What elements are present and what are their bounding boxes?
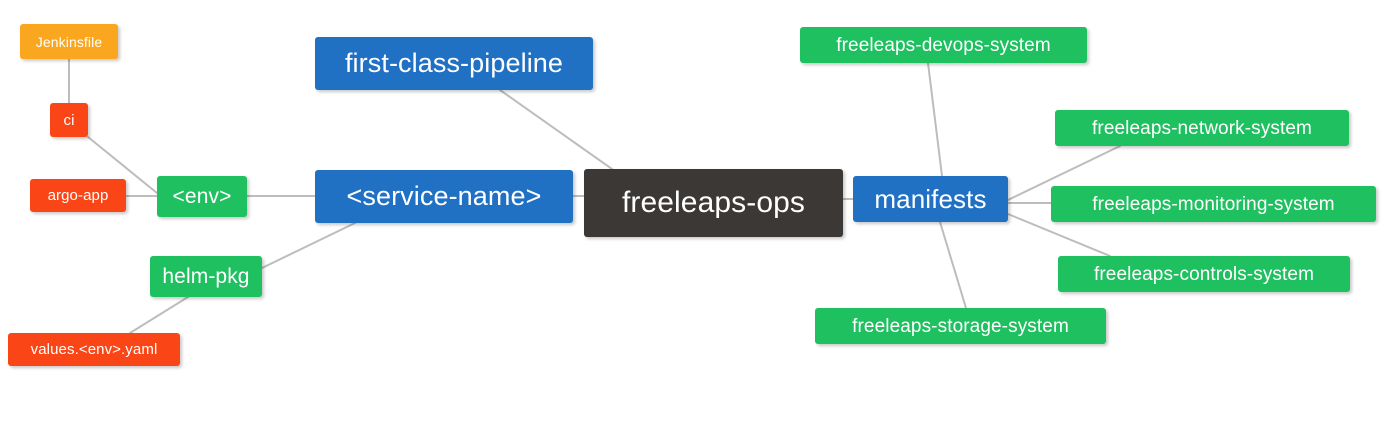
node-freeleaps-controls-system[interactable]: freeleaps-controls-system — [1058, 256, 1350, 292]
node-values-env-yaml[interactable]: values.<env>.yaml — [8, 333, 180, 366]
node-label-freeleaps-monitoring-system: freeleaps-monitoring-system — [1092, 193, 1335, 215]
node-first-class-pipeline[interactable]: first-class-pipeline — [315, 37, 593, 90]
node-env[interactable]: <env> — [157, 176, 247, 217]
node-freeleaps-ops[interactable]: freeleaps-ops — [584, 169, 843, 237]
node-manifests[interactable]: manifests — [853, 176, 1008, 222]
node-freeleaps-devops-system[interactable]: freeleaps-devops-system — [800, 27, 1087, 63]
node-freeleaps-network-system[interactable]: freeleaps-network-system — [1055, 110, 1349, 146]
node-label-argo-app: argo-app — [47, 187, 109, 204]
node-jenkinsfile[interactable]: Jenkinsfile — [20, 24, 118, 59]
node-label-jenkinsfile: Jenkinsfile — [35, 33, 103, 50]
node-label-freeleaps-controls-system: freeleaps-controls-system — [1093, 263, 1315, 285]
edge-first-class-pipeline-to-freeleaps-ops — [499, 89, 613, 170]
node-label-freeleaps-storage-system: freeleaps-storage-system — [852, 315, 1069, 337]
node-label-ci: ci — [63, 111, 75, 129]
node-label-env: <env> — [172, 185, 232, 208]
node-argo-app[interactable]: argo-app — [30, 179, 126, 212]
edge-helm-pkg-to-values-env-yaml — [129, 296, 189, 334]
edge-manifests-to-freeleaps-devops-system — [927, 62, 943, 177]
node-label-freeleaps-devops-system: freeleaps-devops-system — [836, 34, 1051, 56]
node-label-values-env-yaml: values.<env>.yaml — [30, 341, 158, 358]
node-label-helm-pkg: helm-pkg — [162, 265, 250, 288]
node-label-freeleaps-ops: freeleaps-ops — [621, 186, 806, 219]
node-freeleaps-storage-system[interactable]: freeleaps-storage-system — [815, 308, 1106, 344]
edge-service-name-to-helm-pkg — [261, 222, 356, 269]
edge-manifests-to-freeleaps-storage-system — [939, 221, 967, 309]
node-service-name[interactable]: <service-name> — [315, 170, 573, 223]
node-freeleaps-monitoring-system[interactable]: freeleaps-monitoring-system — [1051, 186, 1376, 222]
node-label-manifests: manifests — [874, 184, 987, 214]
node-ci[interactable]: ci — [50, 103, 88, 137]
node-label-freeleaps-network-system: freeleaps-network-system — [1092, 117, 1312, 139]
node-label-first-class-pipeline: first-class-pipeline — [344, 48, 564, 78]
node-label-service-name: <service-name> — [346, 181, 542, 211]
node-helm-pkg[interactable]: helm-pkg — [150, 256, 262, 297]
